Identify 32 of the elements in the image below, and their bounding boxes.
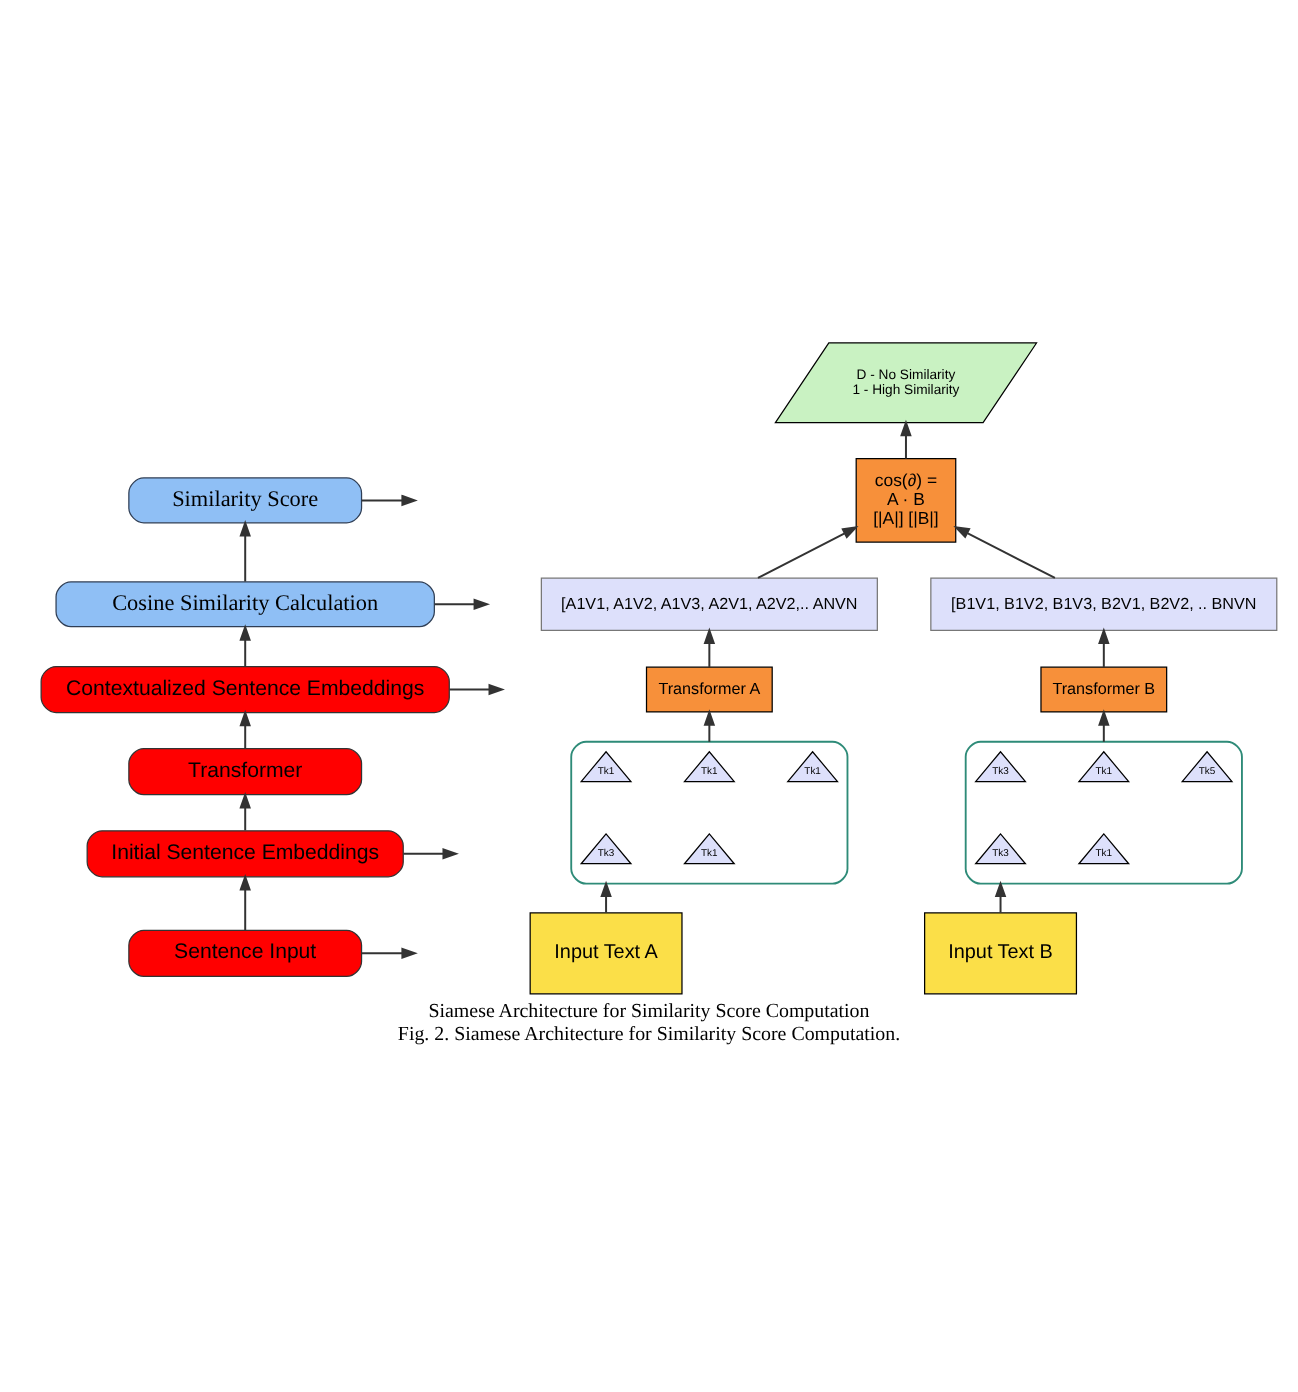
arrow [239, 623, 251, 667]
node-box: Contextualized Sentence Embeddings [40, 664, 450, 713]
arrow [239, 708, 251, 749]
arrow [433, 597, 491, 610]
caption: Fig. 2. Siamese Architecture for Similarity Score Computation. [397, 1022, 901, 1045]
arrow [1098, 708, 1110, 742]
node-box: Transformer [128, 747, 363, 795]
arrow [703, 708, 716, 742]
arrow [360, 946, 418, 959]
arrow [239, 872, 251, 931]
arrow [239, 519, 251, 582]
arrow [448, 682, 505, 695]
node-box: Cosine Similarity Calculation [55, 580, 435, 627]
node-box: Input Text A [529, 911, 683, 994]
cluster [570, 739, 849, 884]
arrow [994, 879, 1007, 913]
arrow [1098, 626, 1110, 667]
arrow [600, 879, 612, 913]
diagram-title: Siamese Architecture for Similarity Score Computation [428, 1000, 870, 1023]
arrow [703, 626, 716, 667]
node-box: cos(∂) = A · B [|A|] [|B|] [855, 457, 957, 542]
node-box: Similarity Score [128, 476, 363, 523]
arrow [402, 847, 459, 859]
arrow [953, 524, 1056, 578]
node-box: Initial Sentence Embeddings [86, 829, 404, 877]
arrow [756, 525, 859, 578]
arrow [360, 493, 418, 506]
cluster [964, 739, 1243, 884]
arrow [900, 418, 912, 459]
node-box: Sentence Input [128, 928, 363, 976]
node-box: Input Text B [924, 911, 1078, 994]
arrow [239, 790, 251, 831]
